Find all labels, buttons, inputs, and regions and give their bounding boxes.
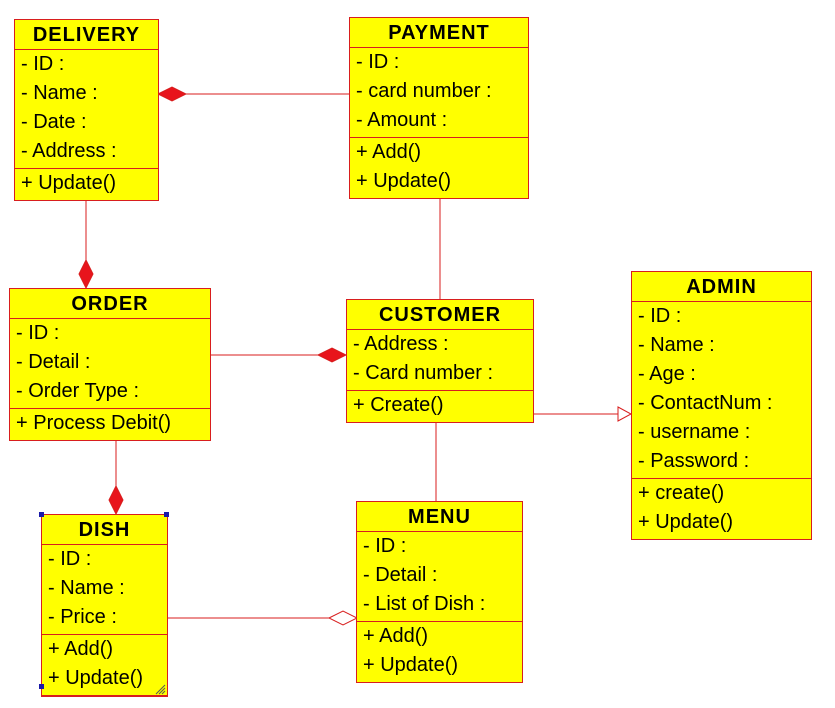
composition-diamond-order-top xyxy=(78,258,94,290)
attribute: - Card number : xyxy=(353,362,494,384)
method: + create() xyxy=(638,482,725,504)
method: + Create() xyxy=(353,394,444,416)
class-payment[interactable]: PAYMENT - ID : - card number : - Amount … xyxy=(349,17,529,199)
attribute: - ContactNum : xyxy=(638,392,773,414)
class-delivery[interactable]: DELIVERY - ID : - Name : - Date : - Addr… xyxy=(14,19,159,201)
resize-grip-icon[interactable] xyxy=(154,683,166,695)
class-menu-attributes: - ID : - Detail : - List of Dish : xyxy=(357,532,522,622)
class-order[interactable]: ORDER - ID : - Detail : - Order Type : +… xyxy=(9,288,211,441)
class-payment-attributes: - ID : - card number : - Amount : xyxy=(350,48,528,138)
attribute: - ID : xyxy=(356,51,400,73)
attribute: - Order Type : xyxy=(16,380,140,402)
class-dish[interactable]: DISH - ID : - Name : - Price : + Add() +… xyxy=(41,514,168,697)
attribute: - card number : xyxy=(356,80,492,102)
attribute: - List of Dish : xyxy=(363,593,486,615)
composition-diamond-customer xyxy=(316,347,348,363)
class-customer-name: CUSTOMER xyxy=(347,300,533,330)
class-payment-methods: + Add() + Update() xyxy=(350,138,528,198)
class-dish-methods: + Add() + Update() xyxy=(42,635,167,696)
method: + Add() xyxy=(48,638,114,660)
attribute: - username : xyxy=(638,421,751,443)
method: + Add() xyxy=(356,141,422,163)
class-dish-attributes: - ID : - Name : - Price : xyxy=(42,545,167,635)
composition-diamond-dish xyxy=(108,484,124,516)
generalization-arrow-admin xyxy=(617,406,633,422)
attribute: - Date : xyxy=(21,111,87,133)
attribute: - ID : xyxy=(363,535,407,557)
class-admin-methods: + create() + Update() xyxy=(632,479,811,539)
class-delivery-methods: + Update() xyxy=(15,169,158,200)
class-customer[interactable]: CUSTOMER - Address : - Card number : + C… xyxy=(346,299,534,423)
class-menu-name: MENU xyxy=(357,502,522,532)
attribute: - Detail : xyxy=(16,351,91,373)
selection-handle-top-left[interactable] xyxy=(39,512,44,517)
class-admin-attributes: - ID : - Name : - Age : - ContactNum : -… xyxy=(632,302,811,479)
class-customer-attributes: - Address : - Card number : xyxy=(347,330,533,391)
class-order-name: ORDER xyxy=(10,289,210,319)
attribute: - Password : xyxy=(638,450,750,472)
composition-diamond-delivery xyxy=(156,86,188,102)
method: + Update() xyxy=(356,170,452,192)
attribute: - Address : xyxy=(21,140,117,162)
method: + Add() xyxy=(363,625,429,647)
method: + Update() xyxy=(363,654,459,676)
method: + Update() xyxy=(48,667,144,689)
attribute: - Age : xyxy=(638,363,696,385)
attribute: - ID : xyxy=(21,53,65,75)
attribute: - Detail : xyxy=(363,564,438,586)
class-payment-name: PAYMENT xyxy=(350,18,528,48)
class-order-attributes: - ID : - Detail : - Order Type : xyxy=(10,319,210,409)
class-delivery-attributes: - ID : - Name : - Date : - Address : xyxy=(15,50,158,169)
method: + Update() xyxy=(638,511,734,533)
class-customer-methods: + Create() xyxy=(347,391,533,422)
attribute: - ID : xyxy=(16,322,60,344)
attribute: - Name : xyxy=(638,334,715,356)
attribute: - Amount : xyxy=(356,109,448,131)
attribute: - ID : xyxy=(638,305,682,327)
class-dish-name: DISH xyxy=(42,515,167,545)
class-admin-name: ADMIN xyxy=(632,272,811,302)
class-delivery-name: DELIVERY xyxy=(15,20,158,50)
method: + Update() xyxy=(21,172,117,194)
method: + Process Debit() xyxy=(16,412,172,434)
attribute: - ID : xyxy=(48,548,92,570)
attribute: - Name : xyxy=(21,82,98,104)
class-menu[interactable]: MENU - ID : - Detail : - List of Dish : … xyxy=(356,501,523,683)
attribute: - Name : xyxy=(48,577,125,599)
class-menu-methods: + Add() + Update() xyxy=(357,622,522,682)
attribute: - Address : xyxy=(353,333,449,355)
selection-handle-bottom-left[interactable] xyxy=(39,684,44,689)
aggregation-diamond-menu xyxy=(327,610,359,626)
attribute: - Price : xyxy=(48,606,117,628)
class-admin[interactable]: ADMIN - ID : - Name : - Age : - ContactN… xyxy=(631,271,812,540)
selection-handle-top-right[interactable] xyxy=(164,512,169,517)
class-order-methods: + Process Debit() xyxy=(10,409,210,440)
